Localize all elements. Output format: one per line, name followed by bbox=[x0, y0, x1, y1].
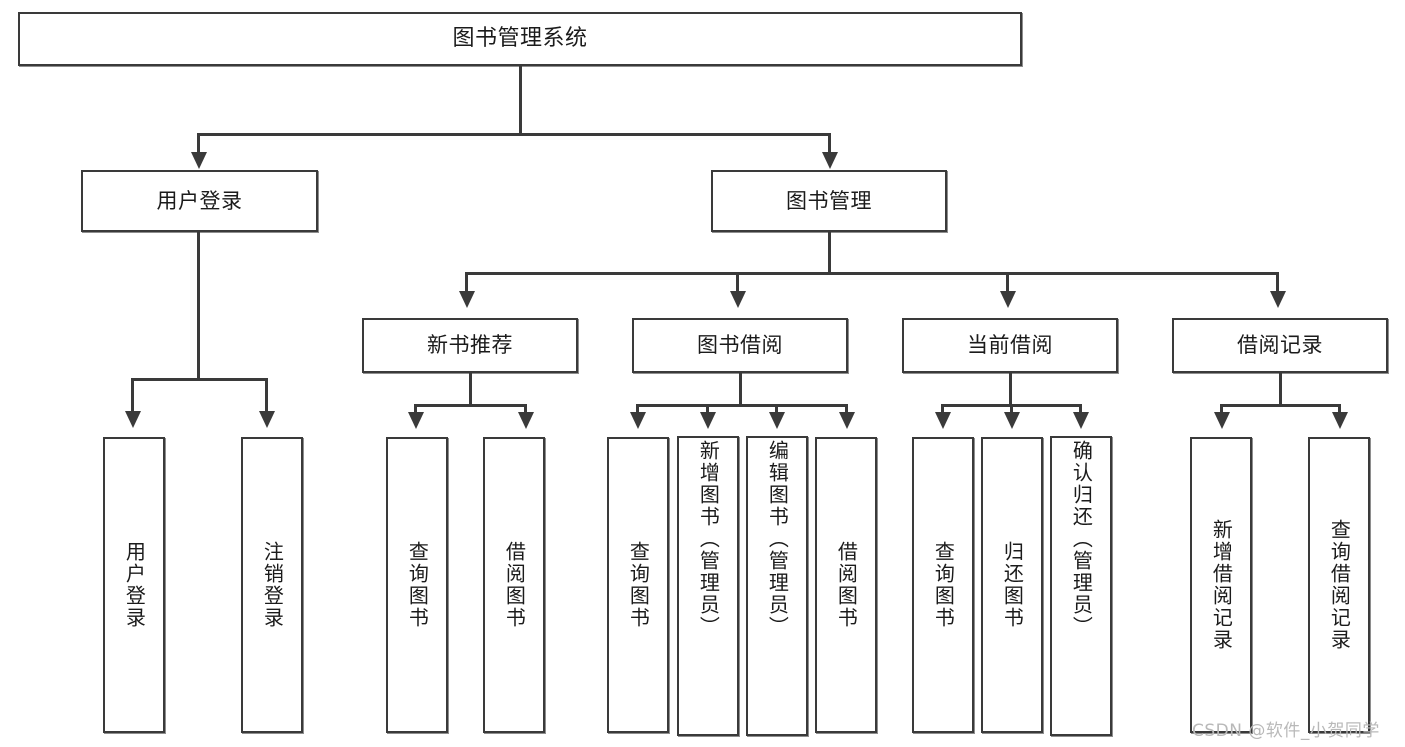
leaf-return-book[interactable]: 归还图书 bbox=[981, 437, 1043, 733]
node-borrow-record[interactable]: 借阅记录 bbox=[1172, 318, 1388, 373]
node-label: 查询图书 bbox=[626, 541, 651, 629]
arrow-to-leaf-borrow-book-2 bbox=[839, 412, 855, 429]
connector-borrow-drop-2 bbox=[706, 404, 709, 413]
leaf-user-login[interactable]: 用户登录 bbox=[103, 437, 165, 733]
arrow-to-new-book-recommend bbox=[459, 291, 475, 308]
node-book-management[interactable]: 图书管理 bbox=[711, 170, 947, 232]
node-current-borrow[interactable]: 当前借阅 bbox=[902, 318, 1118, 373]
leaf-edit-book-admin[interactable]: 编辑图书（管理员） bbox=[746, 436, 808, 736]
leaf-query-book-current[interactable]: 查询图书 bbox=[912, 437, 974, 733]
connector-current-drop-1 bbox=[941, 404, 944, 413]
leaf-add-borrow-record[interactable]: 新增借阅记录 bbox=[1190, 437, 1252, 733]
leaf-query-borrow-record[interactable]: 查询借阅记录 bbox=[1308, 437, 1370, 733]
connector-userlogin-bus bbox=[131, 378, 267, 381]
leaf-query-book-borrow[interactable]: 查询图书 bbox=[607, 437, 669, 733]
arrow-to-current-borrow bbox=[1000, 291, 1016, 308]
node-label: 图书借阅 bbox=[697, 333, 783, 358]
node-label: 图书管理系统 bbox=[452, 26, 588, 52]
node-label: 用户登录 bbox=[156, 188, 243, 213]
connector-recommend-bus bbox=[414, 404, 527, 407]
node-label: 用户登录 bbox=[122, 541, 147, 629]
connector-bookmgmt-stem bbox=[828, 232, 831, 274]
connector-record-drop-1 bbox=[1220, 404, 1223, 413]
node-new-book-recommend[interactable]: 新书推荐 bbox=[362, 318, 578, 373]
arrow-to-leaf-add-book bbox=[700, 412, 716, 429]
arrow-to-leaf-return-book bbox=[1004, 412, 1020, 429]
node-label: 借阅图书 bbox=[834, 541, 859, 629]
node-label: 查询图书 bbox=[405, 541, 430, 629]
node-label: 注销登录 bbox=[260, 541, 285, 629]
connector-borrow-drop-1 bbox=[636, 404, 639, 413]
node-label: 新增图书（管理员） bbox=[696, 440, 721, 638]
node-user-login[interactable]: 用户登录 bbox=[81, 170, 318, 232]
connector-bookmgmt-drop-1 bbox=[465, 272, 468, 292]
connector-recommend-drop-1 bbox=[414, 404, 417, 413]
arrow-to-user-login bbox=[191, 152, 207, 169]
node-label: 归还图书 bbox=[1000, 541, 1025, 629]
node-label: 查询借阅记录 bbox=[1327, 519, 1352, 651]
arrow-to-borrow-record bbox=[1270, 291, 1286, 308]
node-label: 当前借阅 bbox=[967, 333, 1053, 358]
connector-bookmgmt-drop-2 bbox=[736, 272, 739, 292]
connector-root-drop-2 bbox=[828, 133, 831, 153]
arrow-to-leaf-add-record bbox=[1214, 412, 1230, 429]
arrow-to-leaf-query-record bbox=[1332, 412, 1348, 429]
connector-record-drop-2 bbox=[1338, 404, 1341, 413]
leaf-add-book-admin[interactable]: 新增图书（管理员） bbox=[677, 436, 739, 736]
leaf-logout[interactable]: 注销登录 bbox=[241, 437, 303, 733]
arrow-to-leaf-user-login bbox=[125, 411, 141, 428]
arrow-to-leaf-query-book-3 bbox=[935, 412, 951, 429]
arrow-to-leaf-borrow-book-1 bbox=[518, 412, 534, 429]
connector-root-stem bbox=[519, 66, 522, 133]
connector-record-stem bbox=[1279, 373, 1282, 406]
leaf-borrow-book-recommend[interactable]: 借阅图书 bbox=[483, 437, 545, 733]
arrow-to-book-borrow bbox=[730, 291, 746, 308]
connector-borrow-stem bbox=[739, 373, 742, 406]
connector-current-stem bbox=[1009, 373, 1012, 406]
connector-borrow-bus bbox=[636, 404, 848, 407]
node-label: 新增借阅记录 bbox=[1209, 519, 1234, 651]
connector-borrow-drop-4 bbox=[845, 404, 848, 413]
arrow-to-leaf-logout bbox=[259, 411, 275, 428]
connector-recommend-drop-2 bbox=[524, 404, 527, 413]
arrow-to-leaf-query-book-2 bbox=[630, 412, 646, 429]
node-label: 编辑图书（管理员） bbox=[765, 440, 790, 638]
connector-current-drop-2 bbox=[1010, 404, 1013, 413]
connector-bookmgmt-bus bbox=[465, 272, 1279, 275]
node-root-system[interactable]: 图书管理系统 bbox=[18, 12, 1022, 66]
leaf-borrow-book[interactable]: 借阅图书 bbox=[815, 437, 877, 733]
node-label: 图书管理 bbox=[786, 188, 872, 213]
connector-bookmgmt-drop-3 bbox=[1006, 272, 1009, 292]
connector-record-bus bbox=[1220, 404, 1341, 407]
node-label: 新书推荐 bbox=[427, 333, 513, 358]
node-label: 查询图书 bbox=[931, 541, 956, 629]
node-label: 确认归还（管理员） bbox=[1069, 440, 1094, 638]
connector-recommend-stem bbox=[469, 373, 472, 406]
arrow-to-leaf-confirm-return bbox=[1073, 412, 1089, 429]
connector-userlogin-drop-1 bbox=[131, 378, 134, 412]
arrow-to-book-manage bbox=[822, 152, 838, 169]
connector-root-bus bbox=[197, 133, 831, 136]
connector-userlogin-stem bbox=[197, 232, 200, 380]
arrow-to-leaf-query-book-1 bbox=[408, 412, 424, 429]
node-label: 借阅记录 bbox=[1237, 333, 1323, 358]
node-label: 借阅图书 bbox=[502, 541, 527, 629]
connector-borrow-drop-3 bbox=[775, 404, 778, 413]
arrow-to-leaf-edit-book bbox=[769, 412, 785, 429]
connector-bookmgmt-drop-4 bbox=[1276, 272, 1279, 292]
connector-root-drop-1 bbox=[197, 133, 200, 153]
node-book-borrow[interactable]: 图书借阅 bbox=[632, 318, 848, 373]
connector-current-drop-3 bbox=[1079, 404, 1082, 413]
connector-userlogin-drop-2 bbox=[265, 378, 268, 412]
leaf-confirm-return-admin[interactable]: 确认归还（管理员） bbox=[1050, 436, 1112, 736]
leaf-query-book-recommend[interactable]: 查询图书 bbox=[386, 437, 448, 733]
